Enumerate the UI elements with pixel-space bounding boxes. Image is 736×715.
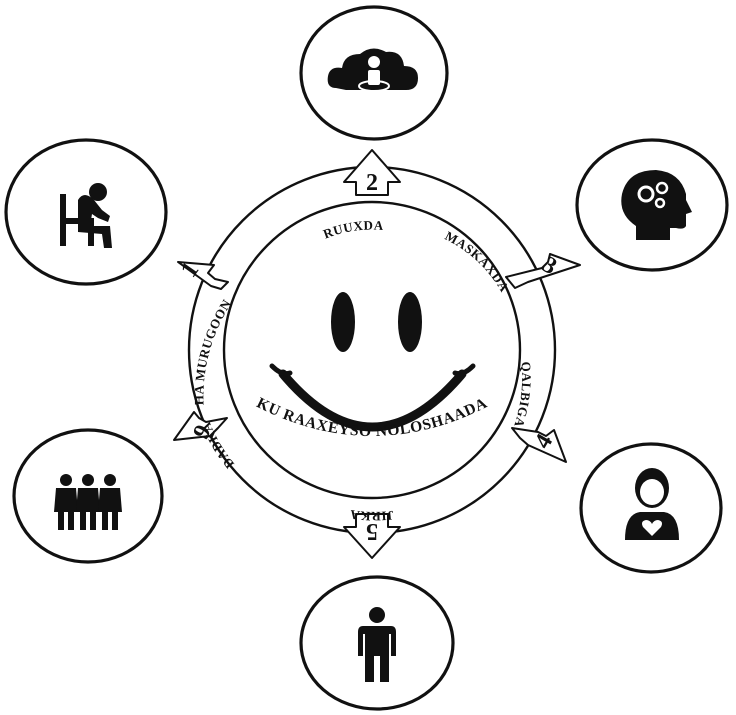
brain-gears-head-icon [621, 170, 692, 240]
icon-node-maskaxda [575, 138, 729, 272]
smiley-face-icon [269, 292, 476, 432]
arrow-upper-right [505, 253, 581, 289]
person-heart-icon [625, 468, 679, 540]
arrow-lower-right [511, 427, 567, 463]
ring-label-ruuxda: RUUXDA [321, 217, 384, 241]
number-2: 2 [366, 170, 378, 196]
arrow-upper-left [177, 261, 229, 290]
group-of-people-icon [54, 474, 122, 530]
arrows [173, 149, 581, 559]
ring-label-qalbiga: QALBIGA [511, 361, 534, 429]
icon-node-ha-murugoon [4, 138, 168, 286]
icon-node-dadka [12, 428, 164, 564]
arrow-up [343, 149, 401, 196]
ring-label-jirka: JIRKA [349, 507, 395, 524]
spiritual-person-cloud-icon [327, 48, 418, 92]
icon-node-qalbiga [579, 442, 723, 574]
person-sitting-sad-icon [60, 183, 112, 248]
arrow-down [343, 513, 401, 559]
standing-person-icon [358, 607, 396, 682]
ring-label-ha-murugoon: HA MURUGOON [191, 296, 234, 405]
center-label: KU RAAXEYSO NOLOSHAADA [254, 394, 490, 440]
number-5: 5 [366, 518, 378, 544]
arrow-lower-left [173, 411, 228, 441]
ring-label-maskaxda: MASKAXDA [443, 228, 513, 295]
icon-node-ruuxda [299, 5, 449, 141]
icon-node-jirka [299, 575, 455, 711]
